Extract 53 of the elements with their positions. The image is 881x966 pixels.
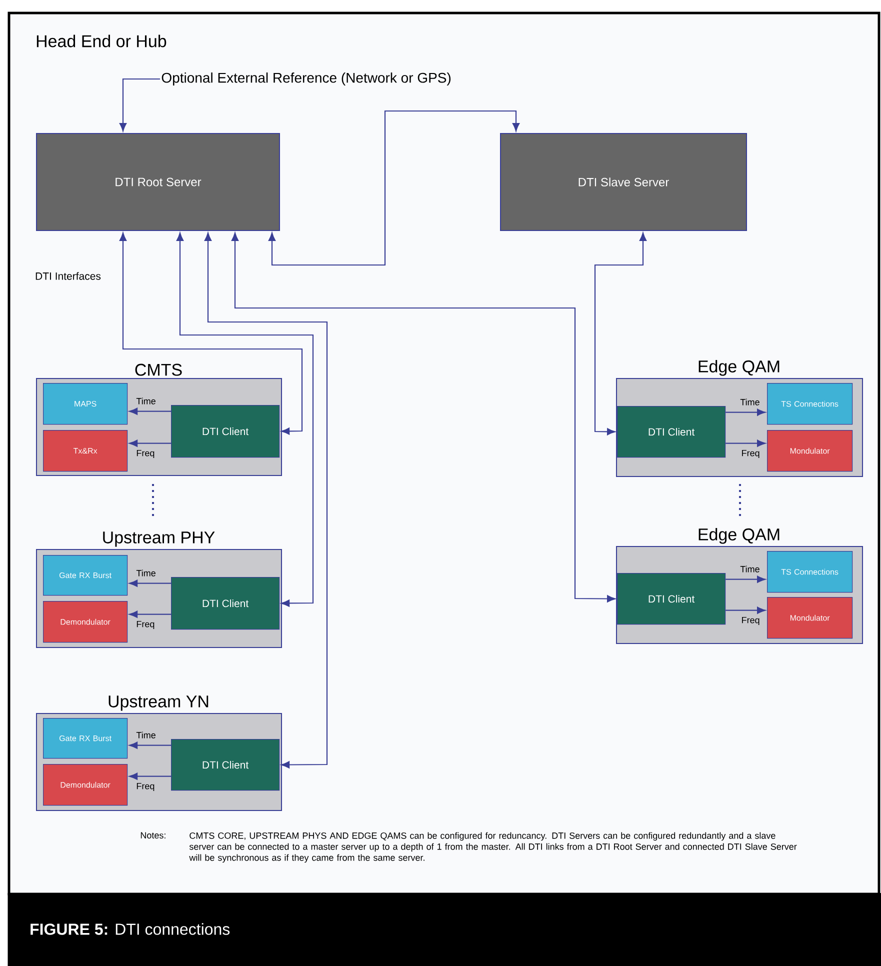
signal-arrow [129, 742, 171, 749]
device-heading: Edge QAM [698, 528, 780, 544]
function-box: TS Connections [767, 383, 853, 425]
device-heading: Upstream PHY [103, 532, 215, 547]
edge-label: Time [739, 564, 761, 574]
signal-arrow [726, 606, 766, 614]
signal-arrow [726, 408, 766, 416]
device-heading: CMTS [135, 364, 182, 376]
connector-arrow [204, 232, 328, 768]
heading: Head End or Hub [36, 34, 166, 48]
edge-label: Time [135, 730, 157, 740]
edge-label: Time [739, 398, 761, 406]
function-box: Demondulator [43, 601, 128, 643]
signal-arrow [129, 580, 171, 587]
signal-arrow [129, 440, 171, 447]
function-box: Demondulator [43, 764, 128, 806]
client-box: DTI Client [171, 577, 280, 630]
connector-arrow [119, 78, 160, 132]
signal-arrow [129, 408, 171, 415]
client-box: DTI Client [171, 739, 280, 791]
server-box: DTI Root Server [36, 133, 280, 231]
function-box: Gate RX Burst [43, 555, 128, 596]
function-box: Tx&Rx [43, 430, 128, 472]
function-box: MAPS [43, 383, 128, 425]
signal-arrow [129, 610, 171, 618]
connector-arrow [594, 232, 647, 436]
signal-arrow [129, 772, 171, 780]
server-box: DTI Slave Server [500, 133, 747, 231]
signal-arrow [726, 440, 766, 447]
reference-label: Optional External Reference (Network or GPS) [162, 72, 451, 86]
edge-label: Time [135, 568, 157, 578]
function-box: Mondulator [767, 430, 853, 472]
function-box: Mondulator [767, 597, 853, 639]
client-box: DTI Client [617, 406, 726, 458]
notes-label: Notes: [140, 832, 166, 838]
edge-label: Freq [135, 448, 156, 460]
interface-label: DTI Interfaces [36, 272, 101, 280]
edge-label: Freq [135, 620, 156, 630]
edge-label: Freq [135, 782, 156, 792]
connector-arrow [119, 232, 303, 435]
edge-label: Time [135, 396, 157, 406]
figure-caption: FIGURE 5: DTI connections [30, 923, 230, 935]
connector-arrow [268, 110, 520, 266]
client-box: DTI Client [171, 405, 280, 458]
connector-arrow [176, 232, 314, 607]
connector-arrow [231, 232, 616, 602]
device-heading: Edge QAM [698, 360, 780, 376]
function-box: TS Connections [767, 551, 853, 593]
notes-text: CMTS CORE, UPSTREAM PHYS AND EDGE QAMS can be configured for reduncancy. DTI Servers can be configured redundantly and a slave server can be connected to a master server up to a depth of 1 from the master. All DTI links from a DTI Root Server and connected DTI Slave Server will be synchronous as if they came from the same server. [189, 832, 797, 863]
device-heading: Upstream YN [108, 696, 208, 711]
function-box: Gate RX Burst [43, 718, 128, 759]
client-box: DTI Client [617, 573, 726, 625]
signal-arrow [726, 576, 766, 583]
